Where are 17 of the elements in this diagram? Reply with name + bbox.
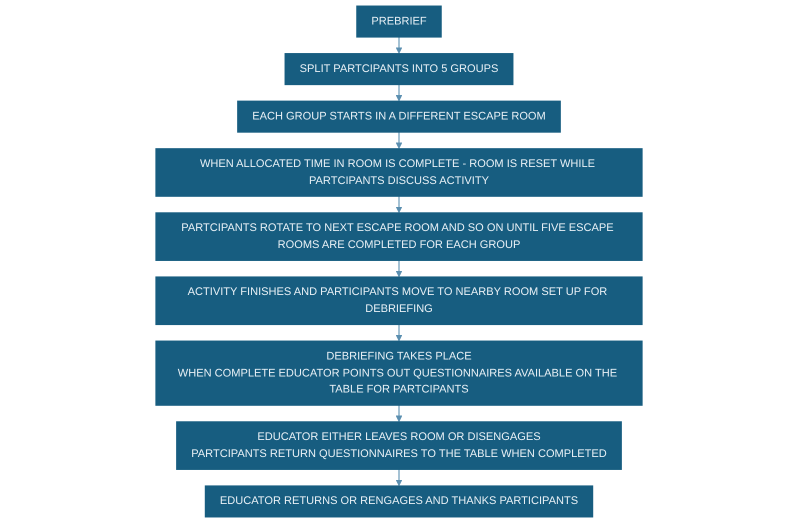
arrow (396, 37, 402, 54)
node-box: EDUCATOR EITHER LEAVES ROOM OR DISENGAGES PARTCIPANTS RETURN QUESTIONNAIRES TO THE TABLE WHEN COMPLETED (176, 421, 622, 470)
node-box: PREBRIEF (356, 6, 442, 38)
node-box: WHEN ALLOCATED TIME IN ROOM IS COMPLETE - ROOM IS RESET WHILE PARTCIPANTS DISCUSS ACTIVITY (155, 148, 643, 197)
arrow (396, 405, 402, 422)
node-box: EDUCATOR RETURNS OR RENGAGES AND THANKS PARTICIPANTS (204, 485, 594, 518)
arrow (396, 260, 402, 278)
arrow (396, 132, 402, 149)
arrow (396, 84, 402, 102)
arrow (396, 324, 402, 342)
node-box: EACH GROUP STARTS IN A DIFFERENT ESCAPE ROOM (237, 100, 561, 133)
node-box: SPLIT PARTCIPANTS INTO 5 GROUPS (284, 53, 514, 86)
node-box: ACTIVITY FINISHES AND PARTICIPANTS MOVE TO NEARBY ROOM SET UP FOR DEBRIEFING (155, 276, 643, 326)
arrow (396, 196, 402, 213)
node-box: PARTCIPANTS ROTATE TO NEXT ESCAPE ROOM AND SO ON UNTIL FIVE ESCAPE ROOMS ARE COMPLETED FOR EACH GROUP (155, 212, 643, 261)
node-box: DEBRIEFING TAKES PLACE WHEN COMPLETE EDUCATOR POINTS OUT QUESTIONNAIRES AVAILABLE ON THE TABLE FOR PARTCIPANTS (155, 340, 643, 406)
arrow (396, 470, 402, 486)
